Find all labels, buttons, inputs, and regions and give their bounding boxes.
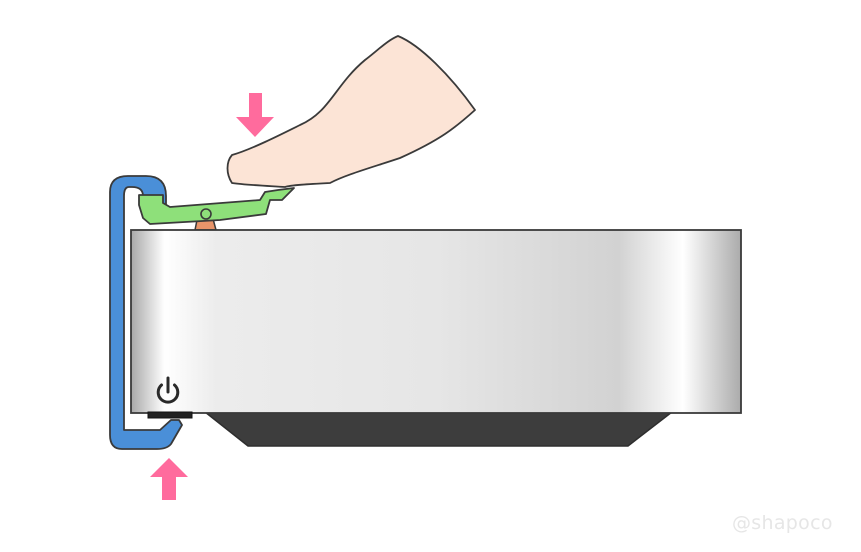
hook-bar [109,175,183,450]
push-down-arrow [236,93,274,137]
push-up-arrow [150,458,188,500]
device-base [202,411,675,447]
pivot-pin [200,208,212,220]
finger [226,35,476,188]
watermark: @shapoco [732,512,833,534]
power-button [147,411,193,419]
lever [138,187,295,225]
power-icon [156,376,180,404]
device-body [130,229,742,414]
